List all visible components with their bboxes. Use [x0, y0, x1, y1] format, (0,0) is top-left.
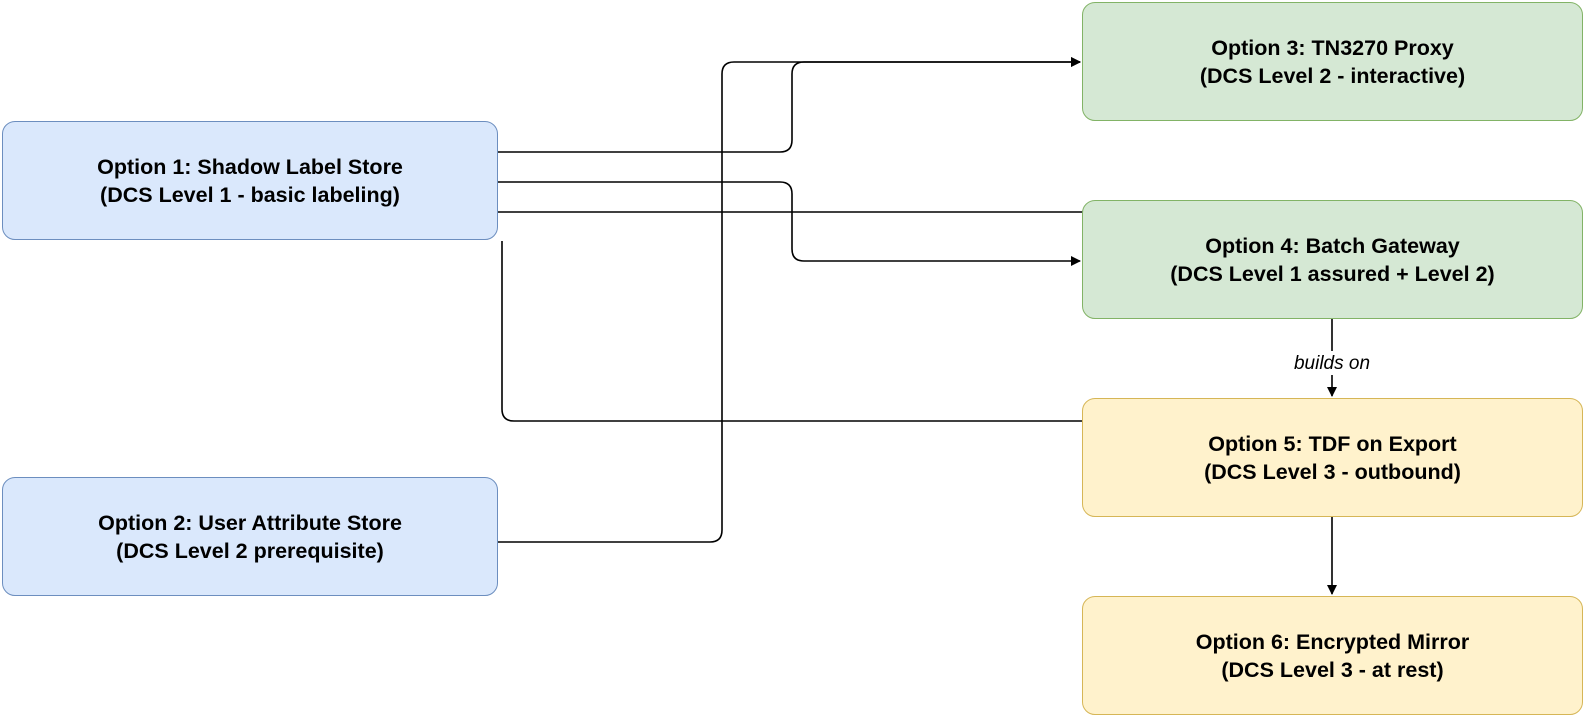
builds-on-label: builds on [1294, 353, 1370, 374]
option-4-title: Option 4: Batch Gateway [1205, 233, 1460, 258]
option-2-title: Option 2: User Attribute Store [98, 510, 402, 535]
edge-option2-to-option3 [498, 57, 1081, 543]
option-3-tn3270-proxy-node[interactable]: Option 3: TN3270 Proxy (DCS Level 2 - in… [1082, 2, 1583, 121]
option-2-subtitle: (DCS Level 2 prerequisite) [116, 538, 384, 563]
option-6-encrypted-mirror-node[interactable]: Option 6: Encrypted Mirror (DCS Level 3 … [1082, 596, 1583, 715]
option-4-subtitle: (DCS Level 1 assured + Level 2) [1170, 261, 1495, 286]
option-5-title: Option 5: TDF on Export [1208, 431, 1457, 456]
option-4-batch-gateway-node[interactable]: Option 4: Batch Gateway (DCS Level 1 ass… [1082, 200, 1583, 319]
edge-option1-to-option4 [498, 181, 1081, 266]
option-6-title: Option 6: Encrypted Mirror [1195, 629, 1470, 654]
option-3-title: Option 3: TN3270 Proxy [1211, 35, 1454, 60]
option-2-user-attribute-store-node[interactable]: Option 2: User Attribute Store (DCS Leve… [2, 477, 498, 596]
option-5-subtitle: (DCS Level 3 - outbound) [1204, 459, 1461, 484]
edge-option1-to-option3 [498, 57, 1081, 153]
option-5-tdf-on-export-node[interactable]: Option 5: TDF on Export (DCS Level 3 - o… [1082, 398, 1583, 517]
option-6-subtitle: (DCS Level 3 - at rest) [1221, 657, 1444, 682]
builds-on-label-background [1288, 351, 1376, 375]
option-1-title: Option 1: Shadow Label Store [97, 154, 403, 179]
option-1-subtitle: (DCS Level 1 - basic labeling) [100, 182, 400, 207]
option-3-subtitle: (DCS Level 2 - interactive) [1199, 63, 1466, 88]
option-1-shadow-label-store-node[interactable]: Option 1: Shadow Label Store (DCS Level … [2, 121, 498, 240]
